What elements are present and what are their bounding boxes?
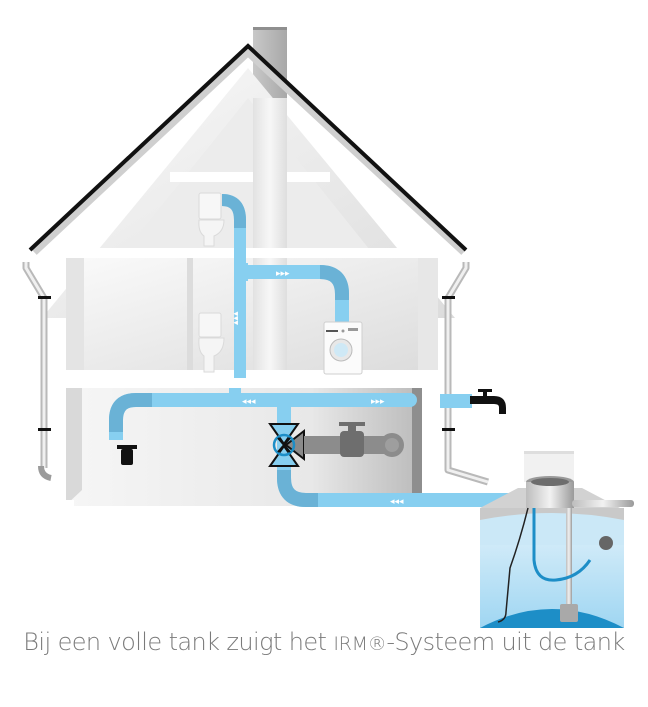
- caption-suffix: -Systeem uit de tank: [386, 628, 625, 656]
- house: [42, 68, 455, 506]
- flow-arrows: ▸▸▸ ▴▴▴ ◂◂◂ ▸▸▸ ◂◂◂: [231, 269, 404, 507]
- toilet-lower-icon: [198, 312, 225, 373]
- three-way-valve-icon: [268, 423, 305, 467]
- downpipe-left: [22, 262, 52, 481]
- outdoor-tap-icon: [470, 389, 506, 414]
- float-switch-icon: [599, 536, 613, 550]
- drain-outlet-icon: [117, 445, 137, 465]
- flow-arrow-right-main: ▸▸▸: [371, 397, 385, 407]
- washing-machine-icon: [323, 321, 363, 375]
- downpipe-right: [442, 262, 490, 486]
- diagram-caption: Bij een volle tank zuigt het IRM®-Systee…: [0, 628, 648, 656]
- flow-arrow-left-lower: ◂◂◂: [390, 497, 404, 507]
- flow-arrow-up: ▴▴▴: [231, 311, 241, 325]
- flow-arrow-right-upper: ▸▸▸: [276, 269, 290, 279]
- roof: [28, 43, 468, 255]
- water-pipes: [109, 194, 535, 507]
- rainwater-tank: [480, 451, 634, 628]
- caption-brand: IRM®: [333, 633, 387, 655]
- caption-prefix: Bij een volle tank zuigt het: [23, 628, 334, 656]
- flow-arrow-left-main: ◂◂◂: [242, 397, 256, 407]
- mains-stopcock-icon: [304, 422, 404, 457]
- toilet-upper-icon: [198, 192, 225, 247]
- submersible-pump-riser: [566, 508, 572, 620]
